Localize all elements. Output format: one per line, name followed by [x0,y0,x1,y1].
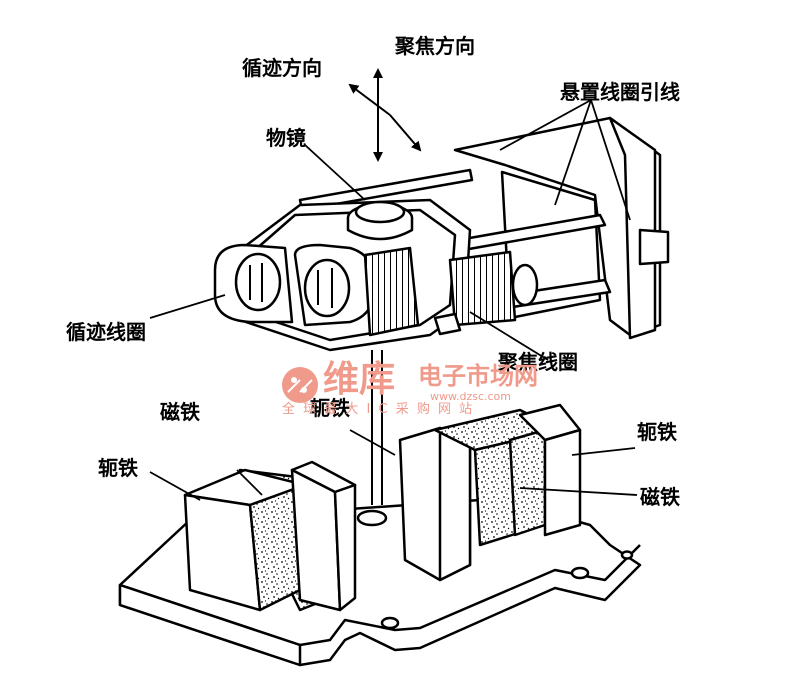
watermark-slogan: 全 球 最 大 I C 采 购 网 站 [282,402,475,417]
yoke-right-label: 轭铁 [637,420,677,444]
direction-arrows [348,68,422,162]
watermark-site-cn: 电子市场网 [418,362,538,390]
watermark-logo-icon [282,367,318,403]
focus-coil-label: 聚焦线圈 [498,350,578,374]
left-magnet-yoke-group [183,460,357,612]
suspension-coil-leads-label: 悬置线圈引线 [560,80,680,104]
pickup-head [213,116,670,352]
right-magnet-yoke-group [398,403,582,582]
objective-lens-label: 物镜 [266,126,306,150]
watermark-url: www.dzsc.com [430,390,512,403]
magnet-left-label: 磁铁 [160,400,200,424]
watermark-brand: 维库 [323,359,396,400]
leader-lines [149,99,638,501]
yoke-left-label: 轭铁 [98,456,138,480]
magnet-right-label: 磁铁 [640,485,680,509]
tracking-direction-label: 循迹方向 [242,56,322,80]
focus-direction-label: 聚焦方向 [395,34,475,58]
tracking-coil-label: 循迹线圈 [66,320,146,344]
yoke-center-label: 轭铁 [310,396,350,420]
